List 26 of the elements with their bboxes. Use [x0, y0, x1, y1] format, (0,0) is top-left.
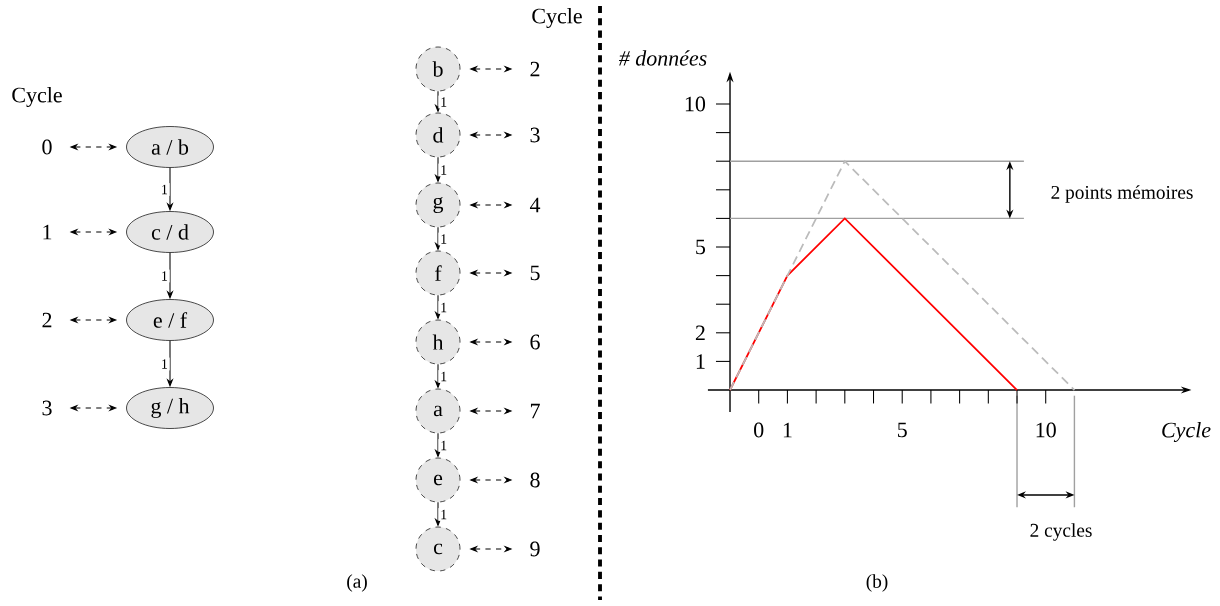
tick-label: 5	[898, 422, 907, 438]
edge-label: 1	[438, 232, 449, 246]
tick-label: 10	[685, 96, 706, 112]
axis-title: # données	[619, 50, 707, 66]
tick-label: 2	[695, 325, 705, 341]
tick-label: 0	[754, 422, 764, 438]
edge-label: 1	[438, 370, 449, 383]
edge-label: 1	[438, 301, 449, 314]
edge-label: 1	[438, 508, 449, 521]
edge-label: 1	[438, 163, 449, 177]
column-heading: Cycle	[532, 8, 582, 28]
tick-label: 1	[783, 422, 792, 438]
column-heading: Cycle	[12, 87, 62, 107]
axis-title: Cycle	[1162, 422, 1211, 442]
panel-caption: (b)	[866, 574, 888, 592]
dimension-label: 2 points mémoires	[1051, 185, 1193, 203]
tick-label: 10	[1036, 422, 1056, 438]
edge-label: 1	[159, 183, 170, 196]
edge-label: 1	[438, 95, 449, 109]
tick-label: 5	[696, 239, 706, 255]
panel-caption: (a)	[347, 574, 367, 592]
tick-label: 1	[696, 354, 705, 369]
edge-label: 1	[159, 269, 170, 283]
dimension-label: 2 cycles	[1030, 523, 1092, 541]
edge-label: 1	[159, 357, 170, 371]
edge-label: 1	[438, 439, 449, 452]
